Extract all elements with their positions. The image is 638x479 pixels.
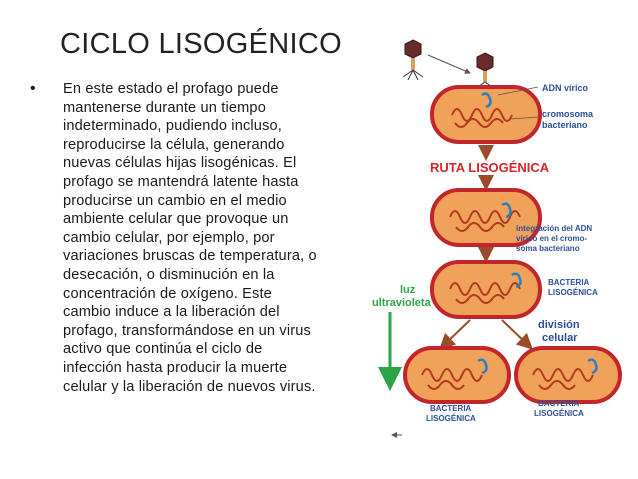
label-bacteria-lisogenica: BACTERIA bbox=[538, 399, 580, 408]
text-line: profago, transformándose en un virus bbox=[63, 322, 311, 339]
bacterium-cell bbox=[430, 260, 542, 319]
text-line: indeterminado, pudiendo incluso, bbox=[63, 118, 282, 135]
bullet-text: En este estado el profago puede mantener… bbox=[63, 80, 383, 396]
bacterium-cell bbox=[403, 346, 511, 404]
bacterium-cell bbox=[430, 85, 542, 144]
text-line: cambio induce a la liberación del bbox=[63, 304, 280, 321]
text-line: profago se mantendrá latente hasta bbox=[63, 173, 299, 190]
text-line: mantenerse durante un tiempo bbox=[63, 99, 266, 116]
label-bacteria-lisogenica: LISOGÉNICA bbox=[548, 288, 598, 297]
label-adn-virico: ADN vírico bbox=[542, 83, 589, 93]
text-line: variaciones bruscas de temperatura, o bbox=[63, 248, 317, 265]
label-integracion: soma bacteriano bbox=[516, 244, 580, 253]
text-line: desecación, o disminución en la bbox=[63, 266, 275, 283]
bullet-marker: • bbox=[30, 80, 36, 97]
label-celular: celular bbox=[542, 332, 578, 344]
slide-title: CICLO LISOGÉNICO bbox=[60, 28, 342, 60]
text-line: cambio celular, por ejemplo, por bbox=[63, 229, 275, 246]
text-line: En este estado el profago puede bbox=[63, 81, 279, 97]
label-cromosoma: cromosoma bbox=[542, 109, 594, 119]
text-line: producirse un cambio en el medio bbox=[63, 192, 287, 209]
text-line: nuevas células hijas lisogénicas. El bbox=[63, 155, 297, 172]
text-line: concentración de oxígeno. Este bbox=[63, 285, 272, 302]
bacteriophage-icon bbox=[402, 39, 424, 81]
bacteriophage-icon bbox=[475, 52, 495, 89]
label-luz: luz bbox=[400, 284, 416, 296]
text-line: reproducirse la célula, generando bbox=[63, 136, 285, 153]
label-bacteria-lisogenica: BACTERIA bbox=[548, 278, 590, 287]
label-integracion: integración del ADN bbox=[516, 224, 592, 233]
label-bacteria-lisogenica: LISOGÉNICA bbox=[426, 414, 476, 423]
bacterium-cell bbox=[514, 346, 622, 404]
label-bacteria-lisogenica: BACTERIA bbox=[430, 404, 472, 413]
label-bacteriano: bacteriano bbox=[542, 120, 588, 130]
text-line: infección hasta producir la muerte bbox=[63, 359, 288, 376]
label-division: división bbox=[538, 319, 580, 331]
lysogenic-cycle-diagram: ADN vírico cromosoma bacteriano RUTA LIS… bbox=[372, 39, 622, 438]
bacterium-cell bbox=[430, 188, 542, 247]
text-line: ambiente celular que provoque un bbox=[63, 211, 289, 228]
label-ruta-lisogenica: RUTA LISOGÉNICA bbox=[430, 160, 550, 175]
label-bacteria-lisogenica: LISOGÉNICA bbox=[534, 409, 584, 418]
label-integracion: vírico en el cromo- bbox=[516, 234, 587, 243]
text-line: activo que continúa el ciclo de bbox=[63, 341, 263, 358]
label-ultravioleta: ultravioleta bbox=[372, 297, 432, 309]
text-line: celular y la liberación de nuevos virus. bbox=[63, 378, 316, 395]
